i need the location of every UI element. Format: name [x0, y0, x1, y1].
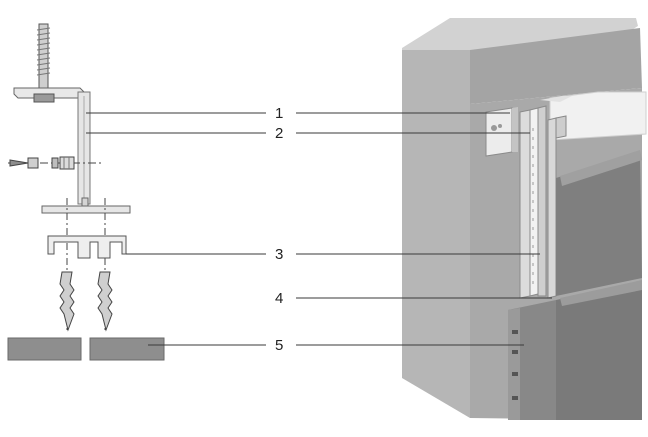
callout-4: 4: [275, 290, 284, 307]
wall-corner-3d: [402, 18, 647, 420]
bracket-on-wall: [485, 107, 518, 157]
facade-panel-left: [7, 337, 82, 361]
wall-side-face: [470, 28, 642, 104]
leader-lines: [86, 112, 552, 346]
undercut-anchor-right-icon: [97, 271, 113, 332]
wall-bracket: [13, 87, 91, 205]
wall-front-face: [402, 50, 470, 418]
callout-2: 2: [275, 125, 284, 142]
callout-5: 5: [275, 337, 284, 354]
vertical-profile-section: [41, 197, 131, 214]
exploded-assembly: [7, 23, 165, 361]
callout-3: 3: [275, 246, 284, 263]
agraffe-clip: [47, 235, 127, 259]
dark-facade-panels: [508, 150, 642, 420]
facade-panel-right: [89, 337, 165, 361]
undercut-anchor-left-icon: [59, 271, 75, 332]
callout-1: 1: [275, 105, 284, 122]
anchor-bolt-icon: [36, 23, 51, 91]
rivet-fastener-icon: [8, 156, 104, 170]
